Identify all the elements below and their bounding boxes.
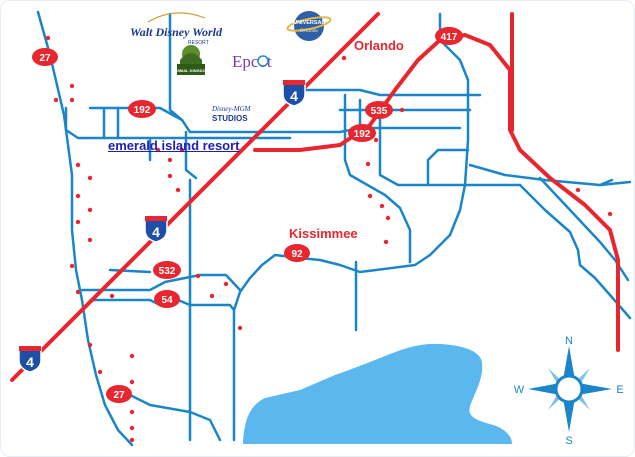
route-532-badge: 532 bbox=[153, 261, 181, 279]
route-54-label: 54 bbox=[161, 295, 173, 306]
wdw-logo-text: Walt Disney World bbox=[130, 25, 223, 39]
highways bbox=[10, 12, 620, 382]
city-orlando: Orlando bbox=[354, 38, 404, 53]
universal-logo-text: UNIVERSAL bbox=[293, 20, 325, 26]
compass-west: W bbox=[514, 384, 525, 396]
lake-toho bbox=[243, 343, 512, 444]
city-kissimmee: Kissimmee bbox=[289, 226, 358, 241]
i4-shield-middle: 4 bbox=[144, 215, 168, 243]
route-417-badge: 417 bbox=[435, 27, 463, 45]
compass-rose: N S E W bbox=[514, 335, 624, 447]
i4-shield-north: 4 bbox=[282, 79, 306, 107]
animal-kingdom-logo: ANIMAL KINGDOM bbox=[173, 45, 210, 75]
mgm-logo-bottom: STUDIOS bbox=[212, 114, 248, 123]
hotel-markers bbox=[45, 35, 613, 443]
universal-logo-sub: Orlando bbox=[300, 28, 319, 34]
route-417-label: 417 bbox=[441, 32, 458, 43]
route-27-north-label: 27 bbox=[39, 53, 51, 64]
i4-middle-label: 4 bbox=[152, 224, 160, 240]
route-27-south-badge: 27 bbox=[106, 385, 132, 403]
i4-north-label: 4 bbox=[290, 88, 298, 104]
route-535-badge: 535 bbox=[365, 101, 393, 119]
animal-kingdom-logo-text: ANIMAL KINGDOM bbox=[173, 68, 210, 73]
mgm-logo-top: Disney-MGM bbox=[211, 105, 252, 113]
walt-disney-world-logo: Walt Disney World RESORT bbox=[130, 12, 223, 46]
epcot-logo: Epcot bbox=[232, 52, 272, 71]
route-27-north-badge: 27 bbox=[32, 48, 58, 66]
route-192-east-label: 192 bbox=[354, 129, 371, 140]
route-92-label: 92 bbox=[291, 249, 303, 260]
route-54-badge: 54 bbox=[154, 290, 180, 308]
route-192-east-badge: 192 bbox=[348, 124, 376, 142]
compass-north: N bbox=[565, 335, 573, 347]
compass-south: S bbox=[565, 435, 572, 447]
route-192-west-badge: 192 bbox=[128, 100, 156, 118]
route-92-badge: 92 bbox=[284, 244, 310, 262]
mgm-studios-logo: Disney-MGM STUDIOS bbox=[211, 105, 252, 123]
compass-east: E bbox=[616, 384, 623, 396]
i4-shield-south: 4 bbox=[18, 345, 42, 373]
route-535-label: 535 bbox=[371, 106, 388, 117]
local-roads bbox=[36, 10, 632, 447]
i4-south-label: 4 bbox=[26, 354, 34, 370]
emerald-island-resort-link[interactable]: emerald island resort bbox=[108, 138, 240, 153]
route-27-south-label: 27 bbox=[113, 390, 125, 401]
route-192-west-label: 192 bbox=[134, 105, 151, 116]
universal-orlando-logo: UNIVERSAL Orlando bbox=[286, 11, 332, 41]
wdw-logo-sub: RESORT bbox=[188, 40, 209, 46]
route-532-label: 532 bbox=[159, 266, 176, 277]
